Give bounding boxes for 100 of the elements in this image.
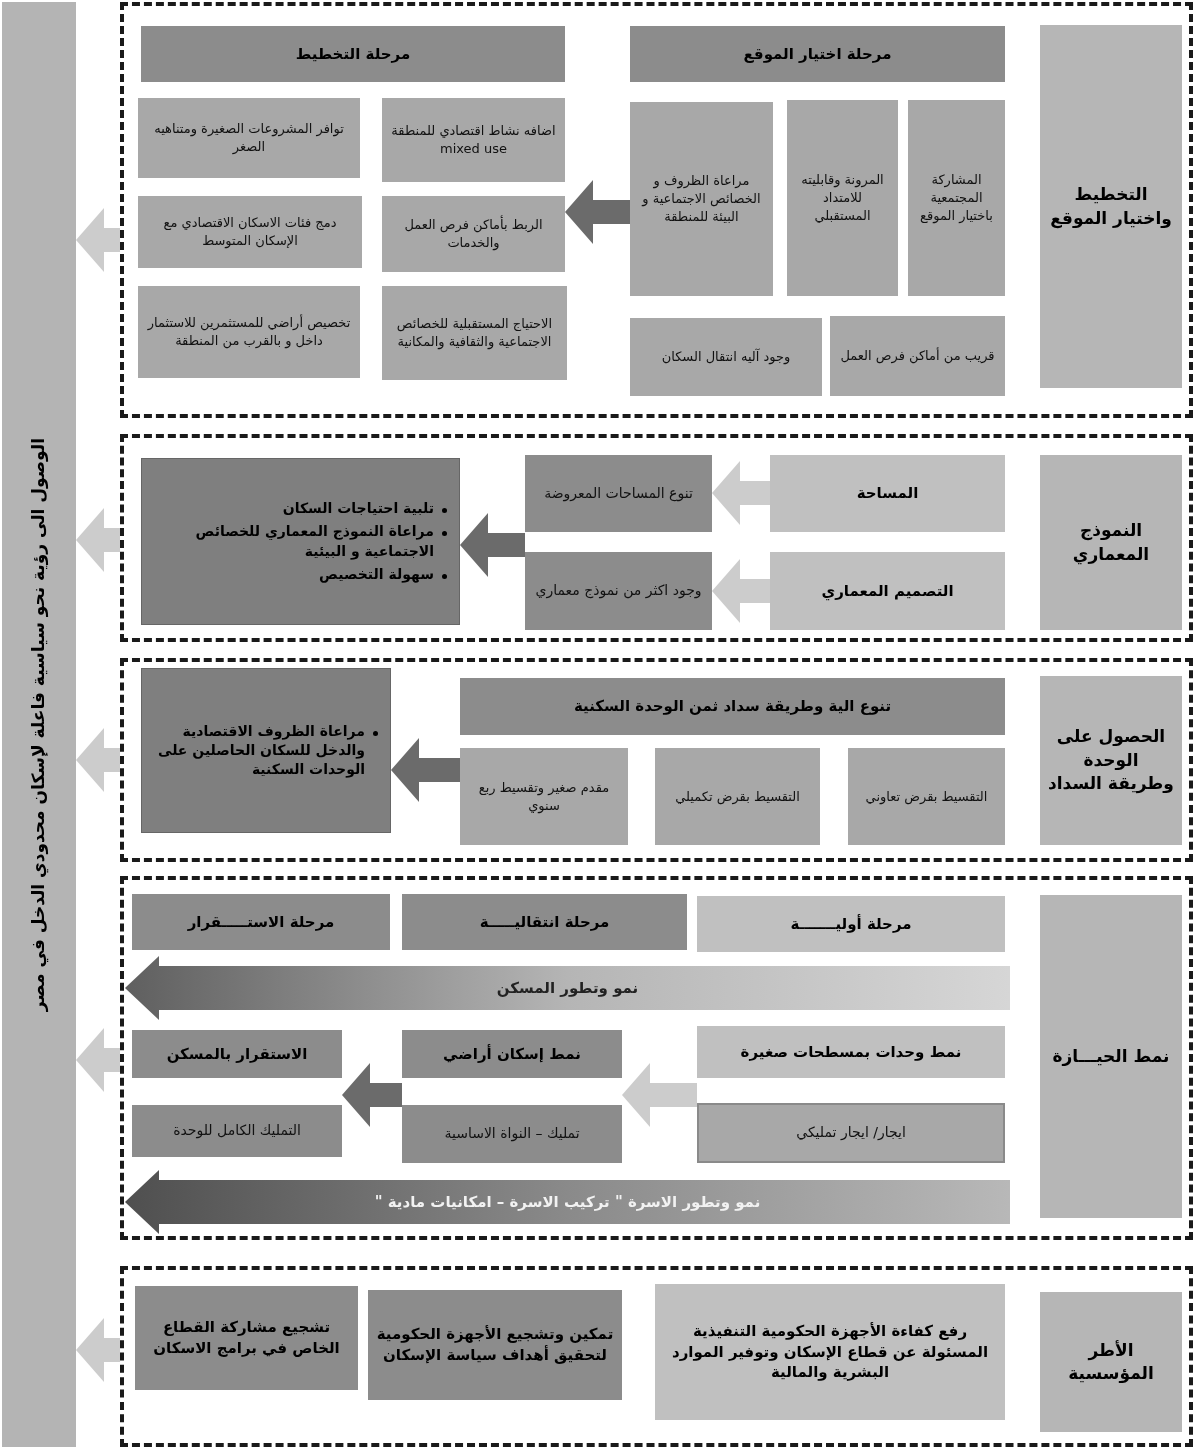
block-arrow [76,1318,120,1382]
box-text: التصميم المعماري [821,580,954,602]
header-bar [132,894,390,950]
box-text: الحصول على الوحدة وطريقة السداد [1048,725,1174,796]
block-arrow [460,513,525,577]
block-arrow [76,1028,120,1092]
criteria-box [630,318,822,396]
criteria-box [908,100,1005,296]
box-text: تنوع المساحات المعروضة [544,483,693,504]
bullet-text: مراعاة النموذج المعماري للخصائص الاجتماعية و البيئية [194,522,434,561]
box-text: الربط بأماكن فرص العمل والخدمات [403,216,544,252]
dashed-section [120,2,1193,418]
header-bar [460,678,1005,735]
box-text: مرحلة التخطيط [295,43,411,65]
block-arrow [565,180,630,244]
criteria-box [382,98,565,182]
dashed-section [120,876,1193,1240]
box-text: اضافه نشاط اقتصادي للمنطقة mixed use [390,122,557,158]
block-arrow [622,1063,697,1127]
criteria-box [132,1105,342,1157]
box-text: مرحلة اختيار الموقع [743,43,892,65]
box-text: ايجار/ ايجار تمليكي [796,1123,906,1143]
box-text: التقسيط بقرض تعاوني [865,787,988,806]
criteria-box [630,102,773,296]
header-bar [630,26,1005,82]
band-text: نمو وتطور المسكن [496,977,639,999]
box-text: المشاركة المجتمعية باختيار الموقع [919,171,994,225]
box-text: قريب من أماكن فرص العمل [840,347,995,365]
criteria-box [138,286,360,378]
box-text: مرحلة الاستـــــقرار [187,911,335,933]
box-text: المرونة وقابليته للامتداد المستقبلي [800,171,885,225]
criteria-box [525,455,712,532]
criteria-box [138,196,362,268]
category-box [1040,676,1182,845]
box-text: المساحة [856,483,919,504]
criteria-box [830,316,1005,396]
header-bar [132,1030,342,1078]
box-text: النموذج المعماري [1071,519,1151,566]
category-box [1040,1292,1182,1432]
criteria-box [770,552,1005,630]
category-box [1040,895,1182,1218]
box-text: تمليك – النواة الاساسية [444,1124,580,1144]
criteria-box [460,748,628,845]
header-bar [402,1030,622,1078]
criteria-box [382,286,567,380]
dashed-section [120,1266,1193,1447]
box-text: التمليك الكامل للوحدة [173,1121,301,1141]
box-text: التقسيط بقرض تكميلي [675,787,800,806]
box-text: مرحلة أوليـــــــة [790,913,912,935]
box-text: دمج فئات الاسكان الاقتصادي مع الإسكان المتوسط [162,214,338,250]
header-bar [141,26,565,82]
criteria-box [697,1026,1005,1078]
criteria-box [697,1103,1005,1163]
box-text: الاستقرار بالمسكن [166,1043,308,1065]
criteria-box [770,455,1005,532]
block-arrow [712,559,770,623]
criteria-box [382,196,565,272]
box-text: نمط الحيـــازة [1052,1044,1170,1068]
box-text: وجود اكثر من نموذج معماري [535,581,702,601]
block-arrow [391,738,460,802]
dashed-section [120,434,1193,642]
block-arrow [712,461,770,525]
criteria-box [697,896,1005,952]
criteria-box [402,1105,622,1163]
dashed-section [120,658,1193,862]
title-bar [2,2,76,1447]
category-box [1040,25,1182,388]
box-text: وجود آليه انتقال السكان [661,348,791,366]
box-text: تشجيع مشاركة القطاع الخاص في برامج الاسكان [152,1317,341,1359]
criteria-box [655,748,820,845]
block-arrow [76,208,120,272]
block-arrow [76,508,120,572]
box-text: رفع كفاءة الأجهزة الحكومية التنفيذية المسئولة عن قطاع الإسكان وتوفير الموارد البشرية والمالية [670,1321,990,1383]
criteria-box [848,748,1005,845]
box-text: مرحلة انتقاليـــــة [479,911,610,933]
bullet-text: تلبية احتياجات السكان [282,499,434,518]
criteria-box [787,100,898,296]
criteria-box [138,98,360,178]
criteria-box [525,552,712,630]
box-text: التخطيط واختيار الموقع [1049,183,1173,230]
bullet-text: مراعاة الظروف الاقتصادية والدخل للسكان الحاصلين على الوحدات السكنية [156,721,365,780]
summary-box [141,668,391,833]
criteria-box [655,1284,1005,1420]
band-text: نمو وتطور الاسرة " تركيب الاسرة – امكانيات مادية " [374,1191,761,1213]
title-text: الوصول الى رؤية نحو سياسية فاعلة لإسكان محدودي الدخل في مصر [27,437,50,1012]
header-bar [402,894,687,950]
category-box [1040,455,1182,630]
box-text: نمط وحدات بمسطحات صغيرة [740,1041,962,1063]
box-text: نمط إسكان أراضي [443,1043,581,1065]
summary-box [141,458,460,625]
box-text: تمكين وتشجيع الأجهزة الحكومية لتحقيق أهداف سياسة الإسكان [376,1324,614,1366]
box-text: الأطر المؤسسية [1067,1338,1155,1385]
header-bar [368,1290,622,1400]
header-bar [135,1286,358,1390]
box-text: تخصيص أراضي للمستثمرين للاستثمار داخل و بالقرب من المنطقة [146,314,352,350]
block-arrow [342,1063,402,1127]
box-text: توافر المشروعات الصغيرة ومتناهيه الصغر [153,120,345,156]
bullet-text: سهولة التخصيص [319,564,434,584]
box-text: الاحتياج المستقبلية للخصائص الاجتماعية والثقافية والمكانية [395,315,554,351]
box-text: مقدم صغير وتقسيط ربع سنوي [477,778,611,815]
